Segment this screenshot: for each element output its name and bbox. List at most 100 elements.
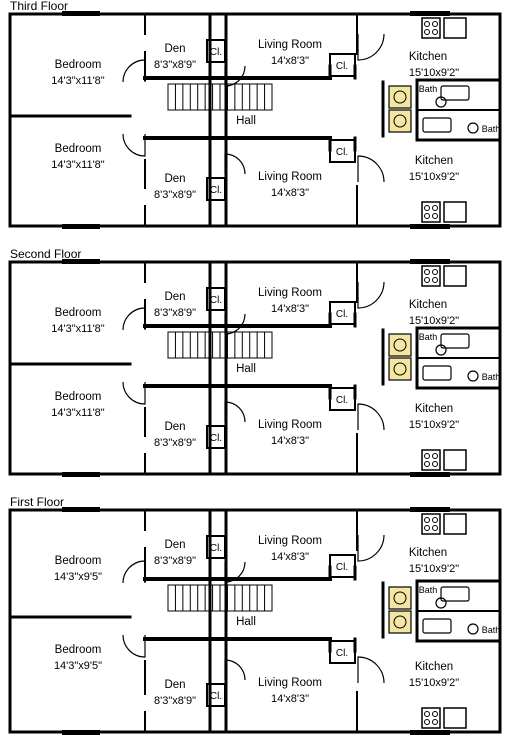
window: [62, 507, 100, 512]
bath-label: Bath: [482, 124, 501, 134]
window: [410, 507, 450, 512]
closet-label: Cl.: [336, 147, 348, 158]
hall-door-swing: [122, 307, 146, 331]
window: [62, 472, 100, 477]
room-name-living-room: Living Room: [258, 535, 322, 547]
stove: [421, 265, 441, 287]
refrigerator: [443, 201, 467, 223]
bathtub: [422, 365, 452, 381]
room-dims-kitchen: 15'10x9'2": [409, 171, 459, 183]
room-name-bedroom: Bedroom: [55, 644, 102, 656]
room-dims-den: 8'3"x8'9": [154, 437, 196, 449]
den-door-swing: [224, 401, 246, 423]
room-name-living-room: Living Room: [258, 171, 322, 183]
room-dims-kitchen: 15'10x9'2": [409, 419, 459, 431]
sink-icon: [393, 338, 407, 352]
room-dims-bedroom: 14'3"x9'5": [54, 660, 102, 672]
closet-label: Cl.: [210, 47, 222, 58]
burner-icon: [432, 21, 438, 27]
sink-icon: [393, 362, 407, 376]
room-name-den: Den: [164, 291, 185, 303]
room-name-kitchen: Kitchen: [409, 51, 447, 63]
closet: [329, 554, 356, 578]
room-name-bedroom: Bedroom: [55, 307, 102, 319]
burner-icon: [432, 213, 438, 219]
living-door-swing: [357, 403, 385, 431]
closet: [206, 287, 226, 311]
burner-icon: [432, 517, 438, 523]
toilet-icon: [467, 623, 479, 635]
window: [410, 472, 450, 477]
refrigerator: [443, 265, 467, 287]
living-door-swing: [357, 656, 385, 684]
burner-icon: [424, 525, 430, 531]
floor-3: First FloorCl.Cl.Cl.Cl.BathBathBedroom14…: [8, 495, 502, 735]
room-dims-den: 8'3"x8'9": [154, 307, 196, 319]
room-name-bedroom: Bedroom: [55, 555, 102, 567]
room-dims-living-room: 14'x8'3": [271, 55, 309, 67]
room-name-kitchen: Kitchen: [409, 547, 447, 559]
stove: [421, 513, 441, 535]
room-name-kitchen: Kitchen: [409, 299, 447, 311]
hall-door-swing: [122, 381, 146, 405]
burner-icon: [424, 21, 430, 27]
bathtub: [422, 618, 452, 634]
sink-icon: [393, 615, 407, 629]
room-dims-den: 8'3"x8'9": [154, 189, 196, 201]
stove: [421, 449, 441, 471]
room-dims-bedroom: 14'3"x11'8": [51, 75, 104, 87]
toilet-icon: [435, 96, 447, 108]
closet-label: Cl.: [210, 691, 222, 702]
burner-icon: [432, 269, 438, 275]
bathtub: [440, 333, 470, 349]
room-name-bedroom: Bedroom: [55, 391, 102, 403]
room-dims-kitchen: 15'10x9'2": [409, 563, 459, 575]
room-name-living-room: Living Room: [258, 419, 322, 431]
room-name-kitchen: Kitchen: [415, 661, 453, 673]
room-name-den: Den: [164, 421, 185, 433]
room-dims-den: 8'3"x8'9": [154, 555, 196, 567]
room-name-bedroom: Bedroom: [55, 59, 102, 71]
room-name-den: Den: [164, 539, 185, 551]
bath-label: Bath: [419, 84, 438, 94]
closet: [329, 387, 356, 411]
living-door-swing: [357, 281, 385, 309]
window: [62, 11, 100, 16]
stove: [421, 201, 441, 223]
floor-title: Third Floor: [10, 0, 68, 13]
bath-label: Bath: [419, 585, 438, 595]
sink-cabinet: [388, 357, 412, 381]
room-dims-living-room: 14'x8'3": [271, 435, 309, 447]
hall-door-swing: [122, 59, 146, 83]
room-dims-kitchen: 15'10x9'2": [409, 677, 459, 689]
window: [62, 259, 100, 264]
burner-icon: [432, 525, 438, 531]
burner-icon: [424, 711, 430, 717]
closet-label: Cl.: [336, 648, 348, 659]
bath-label: Bath: [482, 625, 501, 635]
window: [62, 224, 100, 229]
hall-door-swing: [122, 560, 146, 584]
bathtub: [422, 117, 452, 133]
hall-door-swing: [122, 133, 146, 157]
bath-label: Bath: [419, 332, 438, 342]
stove: [421, 17, 441, 39]
closet-label: Cl.: [210, 185, 222, 196]
burner-icon: [424, 461, 430, 467]
stove: [421, 707, 441, 729]
closet: [329, 53, 356, 77]
room-dims-bedroom: 14'3"x9'5": [54, 571, 102, 583]
room-name-kitchen: Kitchen: [415, 155, 453, 167]
floor-2: Second FloorCl.Cl.Cl.Cl.BathBathBedroom1…: [8, 247, 502, 477]
burner-icon: [432, 719, 438, 725]
closet: [206, 39, 226, 63]
burner-icon: [424, 29, 430, 35]
closet-label: Cl.: [336, 395, 348, 406]
burner-icon: [424, 453, 430, 459]
room-dims-kitchen: 15'10x9'2": [409, 315, 459, 327]
floor-1: Third FloorCl.Cl.Cl.Cl.BathBathBedroom14…: [8, 0, 502, 229]
sink-cabinet: [388, 109, 412, 133]
closet-label: Cl.: [336, 61, 348, 72]
sink-cabinet: [388, 85, 412, 109]
